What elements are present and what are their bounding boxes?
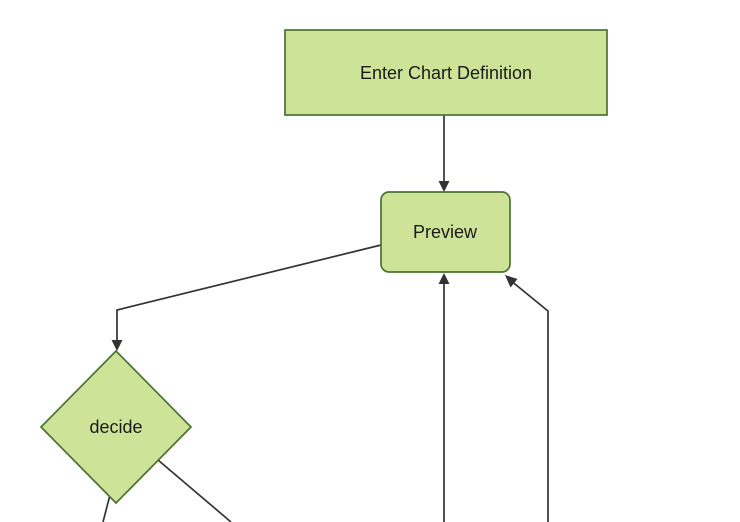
edge-line [509,279,549,522]
node-label: decide [89,417,142,437]
arrowhead-icon [505,275,518,288]
node-decide: decide [39,349,193,505]
edge-preview-to-decide [111,244,382,351]
node-preview: Preview [380,191,511,273]
edge-enter-to-preview [438,115,450,192]
node-label: Enter Chart Definition [360,63,532,83]
edge-line [102,494,111,522]
edge-line [157,459,232,522]
arrowhead-icon [438,181,450,192]
rounded-rectangle-shape [380,191,511,273]
node-label: Preview [413,222,478,242]
node-enter-chart-definition: Enter Chart Definition [284,29,608,116]
diamond-shape [39,349,193,505]
edge-line [116,244,382,344]
edge-bottom-right-to-preview [505,275,549,522]
edge-bottom-to-preview [438,273,450,522]
arrowhead-icon [438,273,450,284]
rectangle-shape [284,29,608,116]
arrowhead-icon [111,340,123,351]
edge-decide-to-offscreen-left [102,494,111,522]
edge-decide-to-offscreen-right [157,459,232,522]
